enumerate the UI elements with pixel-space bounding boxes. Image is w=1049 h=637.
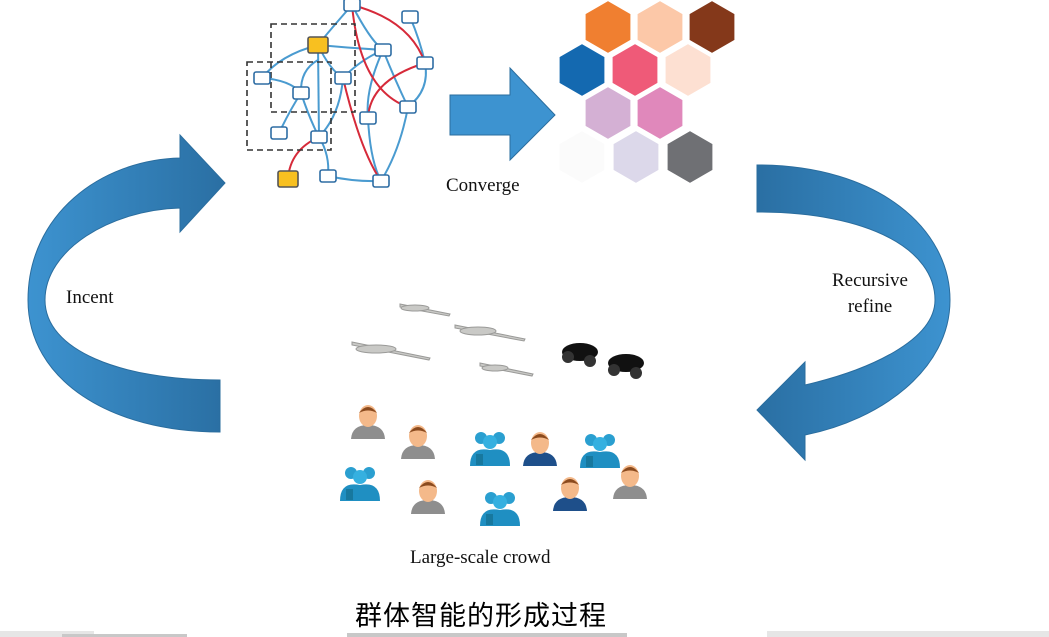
robot-vehicle-icon: [608, 354, 644, 379]
hexagon: [583, 84, 633, 142]
refine-text: refine: [847, 296, 893, 317]
figure-title: 群体智能的形成过程: [355, 601, 607, 632]
converge-label: Converge: [446, 175, 520, 196]
person-icon: [411, 480, 445, 514]
divider: [347, 633, 627, 637]
person-icon: [613, 465, 647, 499]
recursive-text: Recursive: [832, 270, 908, 291]
drone-icon: [351, 341, 431, 361]
hexagon: [635, 84, 685, 142]
user-group-icon: [580, 434, 620, 468]
person-icon: [523, 432, 557, 466]
crowd-label: Large-scale crowd: [410, 547, 551, 568]
hexagon: [635, 0, 685, 56]
user-group-icon: [480, 492, 520, 526]
ground-robots: [562, 343, 644, 379]
divider: [62, 634, 187, 637]
person-icon: [553, 477, 587, 511]
hexagon: [611, 128, 661, 186]
drone-fleet: [351, 303, 534, 377]
robot-vehicle-icon: [562, 343, 598, 367]
divider: [767, 631, 1049, 637]
network-graph: [246, 0, 434, 188]
person-icon: [351, 405, 385, 439]
person-icon: [401, 425, 435, 459]
drone-icon: [399, 303, 451, 317]
drone-icon: [479, 362, 534, 377]
hexagon: [687, 0, 737, 56]
incent-label: Incent: [66, 287, 114, 308]
recursive-refine-arrow: [756, 164, 951, 462]
hexagon: [557, 128, 607, 186]
converge-arrow: [449, 66, 556, 162]
hexagon: [610, 41, 660, 99]
hexagon: [663, 41, 713, 99]
incent-cycle-arrow: [27, 133, 226, 433]
hexagon: [583, 0, 633, 56]
user-group-icon: [470, 432, 510, 466]
divider: [0, 631, 94, 637]
crowd-people: [340, 405, 647, 526]
hexagon: [557, 41, 607, 99]
drone-icon: [454, 324, 526, 342]
user-group-icon: [340, 467, 380, 501]
recursive-refine-label: Recursive refine: [820, 268, 920, 320]
hexagon-cluster: [557, 0, 737, 186]
hexagon: [665, 128, 715, 186]
